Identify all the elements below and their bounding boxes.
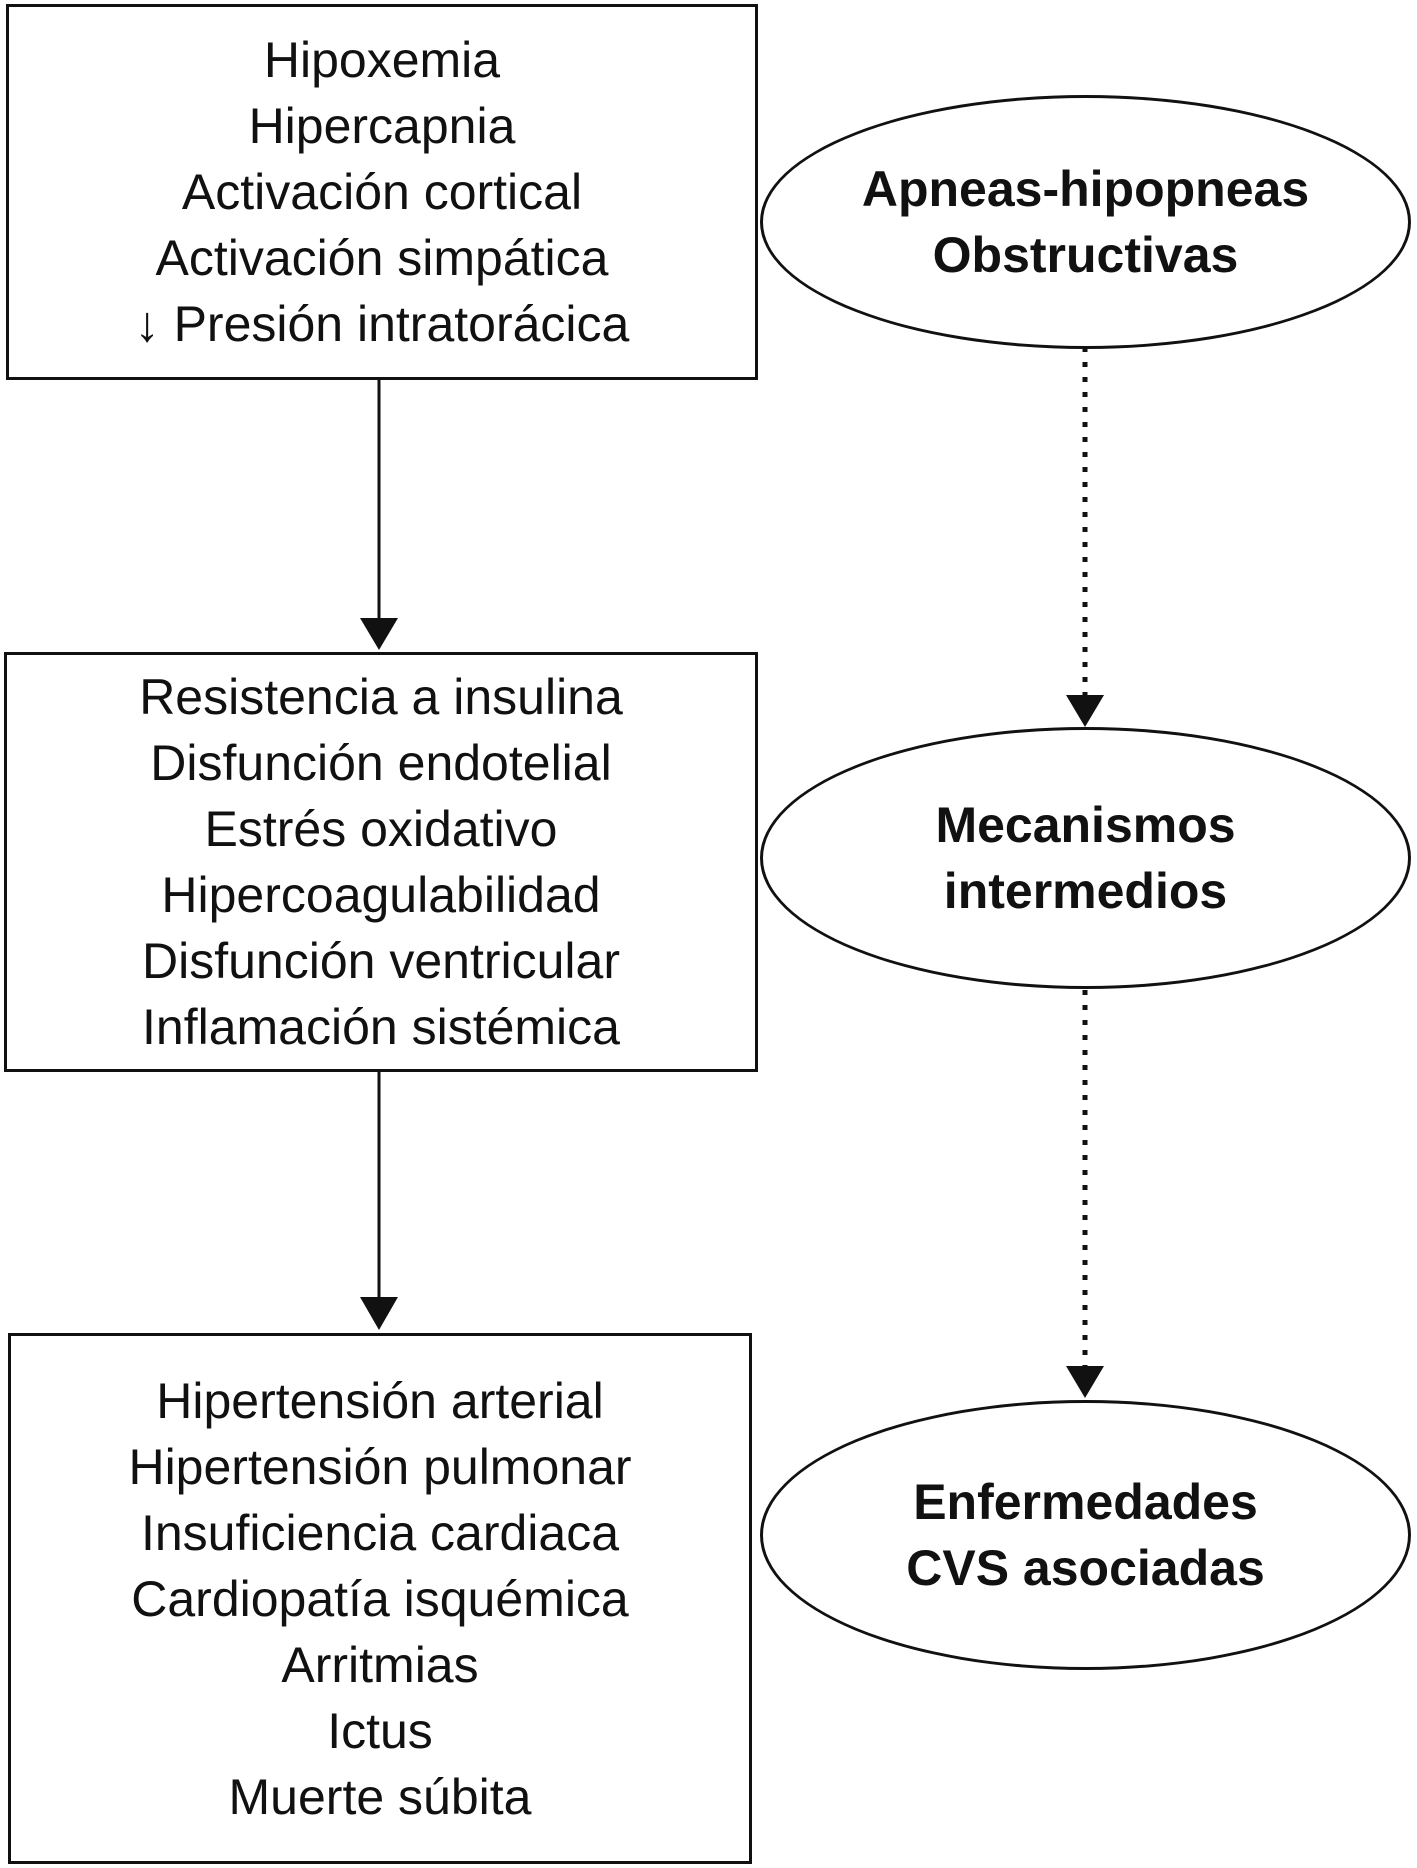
ellipse-line: Obstructivas	[932, 227, 1239, 283]
box-line: Disfunción endotelial	[150, 735, 612, 791]
ellipse-line: intermedios	[943, 863, 1228, 919]
box-line: Ictus	[327, 1702, 433, 1759]
box-line: Estrés oxidativo	[204, 801, 558, 857]
box-intermediate-mechanisms: Resistencia a insulina Disfunción endote…	[4, 652, 758, 1072]
box-line: Hipercapnia	[248, 98, 516, 154]
ellipse-line: Mecanismos	[935, 797, 1236, 853]
ellipse-diseases: Enfermedades CVS asociadas	[760, 1400, 1411, 1670]
box-respiratory-events: Hipoxemia Hipercapnia Activación cortica…	[6, 4, 758, 380]
box-line: Muerte súbita	[228, 1768, 532, 1825]
box-line: ↓ Presión intratorácica	[134, 296, 630, 352]
box-line: Insuficiencia cardiaca	[140, 1504, 620, 1561]
solid-arrow-2-head	[360, 1297, 398, 1330]
box-line: Disfunción ventricular	[142, 933, 620, 989]
box-line: Inflamación sistémica	[142, 999, 620, 1055]
ellipse-apneas: Apneas-hipopneas Obstructivas	[760, 95, 1411, 349]
box-line: Hipertensión pulmonar	[128, 1438, 632, 1495]
dotted-arrow-1-head	[1066, 695, 1104, 727]
ellipse-line: Enfermedades	[913, 1474, 1258, 1530]
ellipse-line: Apneas-hipopneas	[861, 161, 1310, 217]
ellipse-mechanisms: Mecanismos intermedios	[760, 727, 1411, 989]
box-line: Resistencia a insulina	[139, 669, 623, 725]
box-line: Hipertensión arterial	[156, 1372, 604, 1429]
box-line: Arritmias	[281, 1636, 479, 1693]
box-line: Activación simpática	[155, 230, 609, 286]
solid-arrow-1-head	[360, 618, 398, 650]
ellipse-line: CVS asociadas	[906, 1540, 1265, 1596]
box-line: Hipoxemia	[263, 32, 501, 88]
dotted-arrow-2-head	[1066, 1366, 1104, 1398]
box-line: Activación cortical	[181, 164, 583, 220]
box-line: Cardiopatía isquémica	[131, 1570, 629, 1627]
box-line: Hipercoagulabilidad	[161, 867, 601, 923]
box-cardiovascular-diseases: Hipertensión arterial Hipertensión pulmo…	[8, 1333, 752, 1864]
